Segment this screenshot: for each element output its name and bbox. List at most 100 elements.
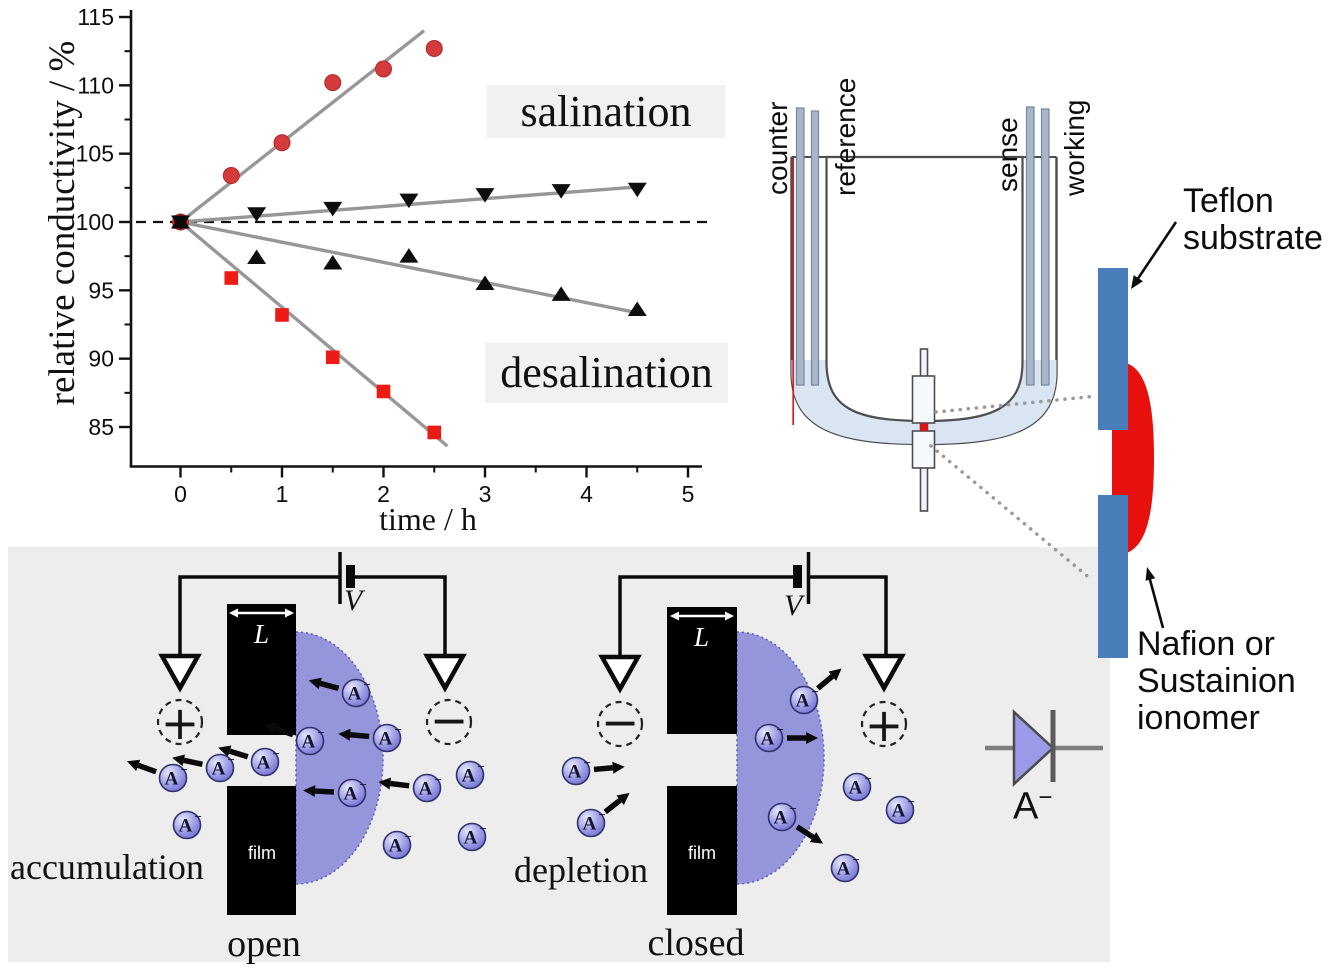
diagram-open-state: + − A−A−A−A−A−A−A−A−A−A−A−A−: [126, 552, 487, 915]
marker-triangle-down: [399, 193, 419, 209]
arrowhead-icon: [806, 732, 818, 744]
anion-symbol: A: [344, 784, 358, 805]
origin-marker: [174, 216, 187, 228]
anion-charge: −: [395, 722, 402, 737]
anion-charge: −: [812, 684, 819, 699]
x-tick-label: 1: [276, 481, 289, 507]
diode-ion-charge: −: [1038, 784, 1053, 811]
anion-sphere: [337, 778, 367, 808]
ionic-diode-symbol: [985, 709, 1103, 787]
arrowhead-icon: [828, 668, 842, 681]
arrowhead-icon: [616, 792, 630, 805]
arrowhead-icon: [670, 611, 679, 621]
electrode-arrow-left: [158, 653, 202, 693]
ionomer-callout-arrow: [1147, 575, 1165, 629]
ionomer-label: Nafion or Sustainion ionomer: [1137, 625, 1296, 737]
anion-charge: −: [599, 807, 606, 822]
teflon-callout-arrow: [1135, 221, 1178, 281]
anion-sphere: [842, 772, 872, 802]
ionomer-film-in-cell: [920, 423, 928, 431]
circuit-wire: [618, 575, 888, 658]
film-label: film: [688, 843, 716, 863]
marker-triangle-up: [247, 249, 267, 265]
arrowhead-icon: [725, 611, 734, 621]
electrode-arrow-right: [423, 653, 467, 693]
anion-charge: −: [865, 771, 872, 786]
reference-electrode-rod: [810, 110, 820, 386]
ion-motion-arrow: [816, 674, 835, 691]
marker-circle: [273, 134, 291, 152]
mode-label-closed: closed: [647, 922, 745, 964]
anion: A−: [218, 745, 280, 777]
working-electrode-rod: [1040, 108, 1050, 386]
y-tick-label: 115: [77, 4, 114, 30]
state-label-accumulation: accumulation: [10, 847, 204, 887]
electrolyte-liquid: [791, 360, 1057, 444]
ion-motion-arrow: [137, 762, 158, 775]
anion-symbol: A: [419, 779, 433, 800]
anion-sphere: [295, 726, 325, 756]
anion-symbol: A: [796, 691, 810, 712]
film-upper: [667, 607, 737, 734]
diode-ion-label: A−: [1013, 784, 1052, 829]
marker-circle: [324, 74, 342, 92]
anion-sphere: [341, 678, 371, 708]
anion-symbol: A: [302, 732, 316, 753]
arrowhead-icon: [809, 832, 824, 844]
marker-square: [427, 425, 442, 440]
ion-motion-arrow: [389, 780, 410, 789]
sense-electrode-rod: [1025, 106, 1035, 386]
zoom-pointer-line-upper: [934, 394, 1099, 414]
anion-sphere: [455, 760, 485, 790]
anion: A−: [457, 821, 487, 852]
anion-symbol: A: [464, 828, 478, 849]
arrowhead-icon: [229, 608, 238, 618]
anion: A−: [842, 771, 872, 802]
polarity-circle-plus: [156, 698, 204, 746]
anion-charge: −: [435, 772, 442, 787]
y-tick-label: 100: [76, 209, 114, 235]
teflon-substrate-label: Teflon substrate: [1183, 182, 1323, 257]
anion-symbol: A: [462, 766, 476, 787]
anion: A−: [172, 752, 235, 783]
ion-motion-arrow: [795, 824, 815, 840]
voltage-label: V: [784, 589, 803, 622]
mechanism-panel-background: [8, 547, 1110, 962]
anion-sphere: [885, 795, 915, 825]
film-lower: [227, 786, 296, 915]
membrane-clamp-upper: [911, 375, 936, 424]
anion-symbol: A: [165, 769, 179, 790]
diode-ion-base: A: [1013, 785, 1039, 828]
anion-symbol: A: [379, 729, 393, 750]
anion-sphere: [561, 756, 591, 786]
marker-triangle-up: [475, 275, 495, 290]
arrowhead-icon: [126, 759, 141, 771]
y-tick-label: 95: [88, 277, 114, 303]
polarity-sign: −: [601, 695, 640, 749]
y-tick-label: 105: [76, 141, 114, 167]
film-upper: [227, 604, 296, 735]
anion-group-closed: A−A−A−A−A−A−A−A−: [561, 668, 915, 883]
electrode-label-counter: counter: [762, 101, 793, 195]
anion-charge: −: [228, 752, 235, 767]
arrowhead-icon: [218, 745, 232, 757]
ion-motion-arrow: [593, 765, 614, 773]
battery-short-plate: [793, 565, 802, 588]
y-tick-label: 85: [88, 414, 114, 440]
anion-sphere: [205, 753, 235, 783]
circuit-wire: [178, 575, 447, 657]
anion: A−: [338, 722, 402, 753]
anion-symbol: A: [568, 762, 582, 783]
electrode-label-working: working: [1059, 99, 1090, 196]
marker-circle: [222, 167, 240, 185]
marker-triangle-down: [627, 182, 647, 198]
anion-sphere: [789, 685, 819, 715]
anion-symbol: A: [348, 684, 362, 705]
marker-triangle-down: [551, 184, 571, 199]
anion-sphere: [754, 723, 784, 753]
ion-motion-arrow: [228, 748, 249, 760]
diode-triangle: [1012, 709, 1055, 787]
anion-charge: −: [584, 755, 591, 770]
